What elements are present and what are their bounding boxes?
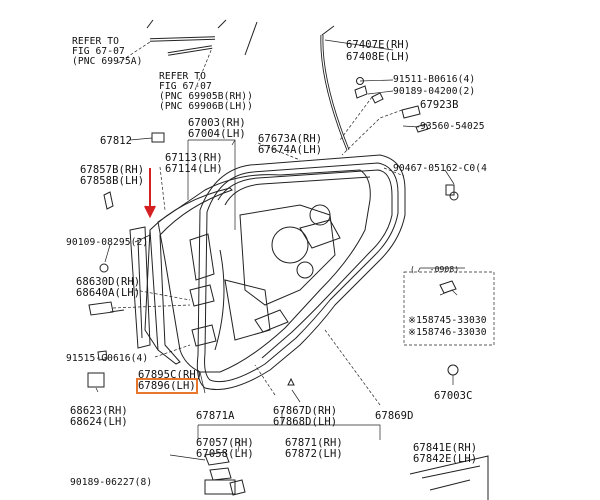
date-note: ( -0908) [410, 265, 460, 274]
part-90189-b: 90189-06227(8) [70, 477, 153, 488]
part-67003c: 67003C [434, 390, 473, 402]
window-channel [320, 25, 350, 151]
hinges [189, 284, 217, 347]
ref-note-2-line3: (PNC 69905B(RH)) [159, 91, 254, 102]
part-67868d: 67868D(LH) [273, 416, 338, 428]
part-58745: ※158745-33030 [408, 315, 487, 326]
ref-note-2-line4: (PNC 69906B(LH)) [159, 101, 254, 112]
belt-moulding-strips [146, 19, 258, 56]
door-weatherstrip [196, 154, 406, 391]
door-panel [157, 169, 371, 373]
ref-note-1-line3: (PNC 69975A) [72, 56, 143, 67]
part-67407e: 67407E(RH) [346, 39, 411, 51]
part-67871: 67871(RH) [285, 437, 343, 449]
part-67673a: 67673A(RH) [258, 133, 323, 145]
part-67408e: 67408E(LH) [346, 51, 411, 63]
part-68624: 68624(LH) [70, 416, 128, 428]
ref-note-1-line1: REFER TO [72, 36, 120, 47]
part-90467: 90467-05162-C0(4 [393, 163, 488, 174]
part-67871a: 67871A [196, 410, 235, 422]
part-67812: 67812 [100, 135, 133, 147]
part-58746: ※158746-33030 [408, 327, 487, 338]
door-outer-skin [129, 187, 233, 365]
part-67872: 67872(LH) [285, 448, 343, 460]
part-67674a: 67674A(LH) [258, 144, 323, 156]
part-67841e: 67841E(RH) [413, 442, 478, 454]
part-67057: 67057(RH) [196, 437, 254, 449]
part-67867d: 67867D(RH) [273, 405, 338, 417]
part-91515: 91515-G0616(4) [66, 353, 149, 364]
clip-parts-top [354, 77, 429, 133]
door-trim-panel [409, 455, 489, 500]
right-fasteners [439, 184, 459, 376]
part-68640a: 68640A(LH) [76, 287, 141, 299]
leader-lines [95, 39, 495, 461]
part-67895c: 67895C(RH) [138, 369, 203, 381]
left-small-parts [87, 132, 165, 388]
part-67058: 67058(LH) [196, 448, 254, 460]
part-90189-a: 90189-04200(2) [393, 86, 476, 97]
part-67842e: 67842E(LH) [413, 453, 478, 465]
callout-arrow [144, 168, 156, 219]
part-67896-highlighted: 67896(LH) [136, 378, 198, 394]
part-67923b: 67923B [420, 99, 459, 111]
part-67857b: 67857B(RH) [80, 164, 145, 176]
part-67114: 67114(LH) [165, 163, 223, 175]
part-68623: 68623(RH) [70, 405, 128, 417]
part-67004: 67004(LH) [188, 128, 246, 140]
bottom-clips [204, 377, 295, 496]
part-67869d: 67869D [375, 410, 414, 422]
ref-note-2-line1: REFER TO [159, 71, 207, 82]
part-90109: 90109-08295(2) [66, 237, 149, 248]
part-67003: 67003(RH) [188, 117, 246, 129]
part-68630d: 68630D(RH) [76, 276, 141, 288]
part-67113: 67113(RH) [165, 152, 223, 164]
ref-note-2-line2: FIG 67-07 [159, 81, 212, 92]
part-67858b: 67858B(LH) [80, 175, 145, 187]
part-93560: 93560-54025 [420, 121, 485, 132]
ref-note-1-line2: FIG 67-07 [72, 46, 125, 57]
part-91511: 91511-B0616(4) [393, 74, 476, 85]
